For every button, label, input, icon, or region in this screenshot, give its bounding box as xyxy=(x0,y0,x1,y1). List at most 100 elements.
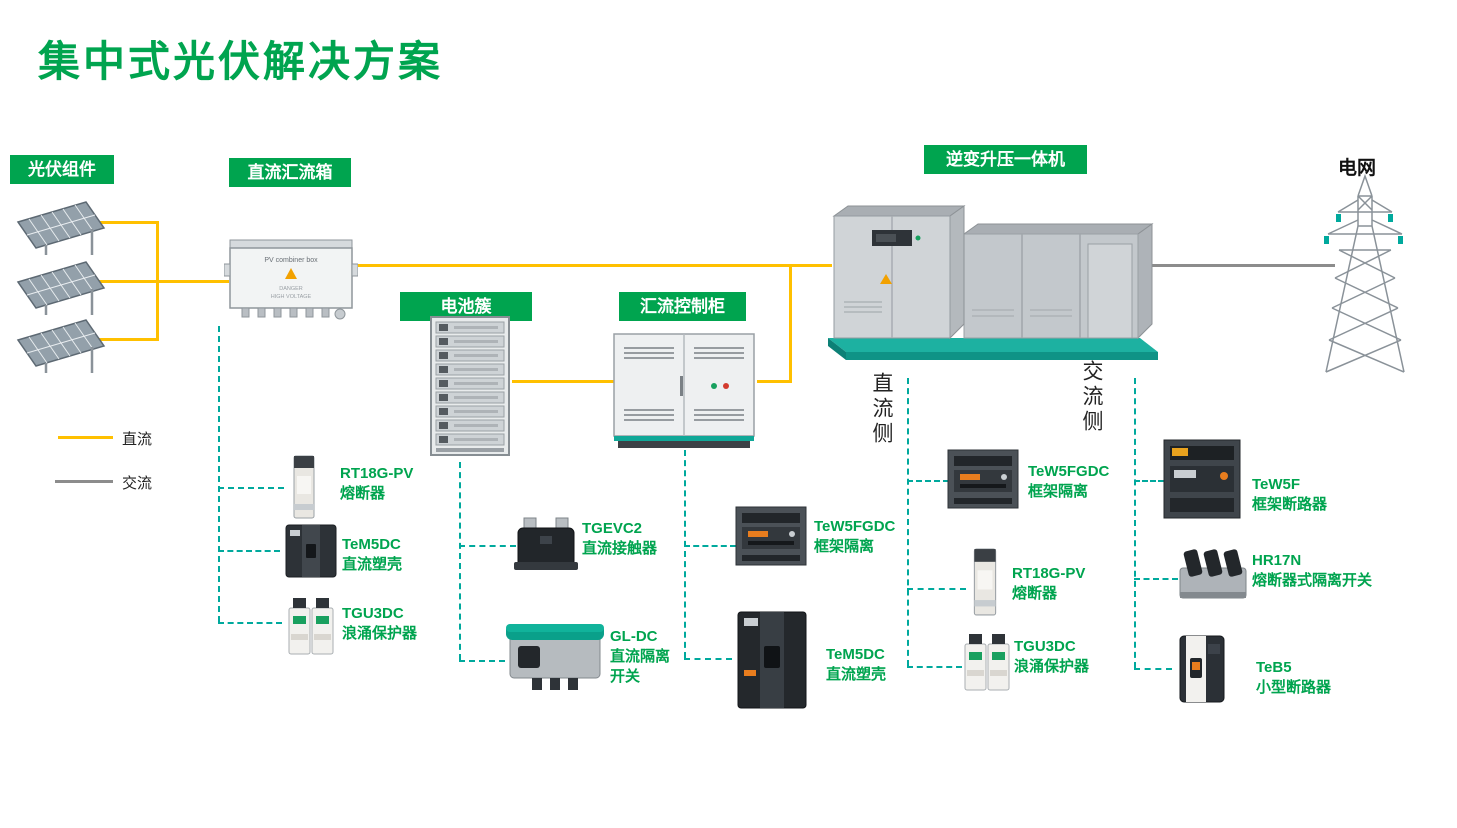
connector-combiner-spd xyxy=(218,622,282,624)
component-label-gl-dc: GL-DC 直流隔离开关 xyxy=(610,627,676,687)
gl-dc-isolator-icon xyxy=(504,616,606,696)
component-desc: 熔断器式隔离开关 xyxy=(1252,572,1373,589)
label-ac-side: 交流侧 xyxy=(1080,360,1103,435)
dc-line-panel2-to-combiner xyxy=(92,280,229,283)
legend-dc-line xyxy=(58,436,113,439)
component-name: TGU3DC xyxy=(342,605,404,622)
component-label-rt18g-pv-left: RT18G-PV 熔断器 xyxy=(340,464,413,504)
connector-battery-column xyxy=(459,462,461,660)
component-name: TeM5DC xyxy=(826,646,885,663)
legend-dc-label: 直流 xyxy=(122,431,153,448)
component-label-tgevc2: TGEVC2 直流接触器 xyxy=(582,519,657,559)
dc-line-panels-vertical xyxy=(156,221,159,341)
component-desc: 框架隔离 xyxy=(1028,483,1089,500)
connector-dc-acb xyxy=(907,480,949,482)
component-label-tew5fgdc-mid: TeW5FGDC 框架隔离 xyxy=(814,517,895,557)
label-inverter-booster: 逆变升压一体机 xyxy=(924,145,1087,174)
connector-dc-spd xyxy=(907,666,962,668)
tgu3dc-spd-icon xyxy=(962,630,1012,694)
dc-line-panel3-stub xyxy=(92,338,159,341)
tem5dc-mccb-icon xyxy=(732,610,812,710)
tgu3dc-spd-icon xyxy=(286,594,336,658)
component-desc: 直流塑壳 xyxy=(342,556,403,573)
component-desc: 框架断路器 xyxy=(1252,496,1328,513)
connector-cabinet-column xyxy=(684,450,686,658)
connector-dc-side-column xyxy=(907,378,909,666)
component-desc: 直流隔离开关 xyxy=(610,648,671,685)
component-label-tgu3dc-left: TGU3DC 浪涌保护器 xyxy=(342,604,417,644)
component-desc: 浪涌保护器 xyxy=(342,625,418,642)
component-label-rt18g-pv-dc: RT18G-PV 熔断器 xyxy=(1012,564,1085,604)
legend-ac-label: 交流 xyxy=(122,475,153,492)
component-label-teb5: TeB5 小型断路器 xyxy=(1256,658,1331,698)
component-desc: 直流接触器 xyxy=(582,540,658,557)
component-name: HR17N xyxy=(1252,552,1302,569)
component-name: TGEVC2 xyxy=(582,520,643,537)
component-label-tem5dc-left: TeM5DC 直流塑壳 xyxy=(342,535,402,575)
connector-ac-side-column xyxy=(1134,378,1136,668)
inverter-booster-image xyxy=(828,205,1158,360)
dc-line-combiner-to-inverter xyxy=(354,264,832,267)
component-label-hr17n: HR17N 熔断器式隔离开关 xyxy=(1252,551,1372,591)
component-desc: 直流塑壳 xyxy=(826,666,887,683)
connector-battery-glswitch xyxy=(459,660,505,662)
hr17n-fuse-switch-icon xyxy=(1176,542,1250,604)
tew5fgdc-acb-icon xyxy=(734,503,808,569)
tew5fgdc-acb-icon xyxy=(946,446,1020,512)
connector-battery-contactor xyxy=(459,545,516,547)
dc-combiner-box-image: PV combiner box DANGER HIGH VOLTAGE xyxy=(224,239,358,320)
legend-ac-line xyxy=(55,480,113,483)
dc-line-battery-to-cabinet xyxy=(512,380,616,383)
rt18g-pv-fuse-icon xyxy=(288,454,320,520)
grid-tower-image xyxy=(1324,173,1405,373)
connector-ac-mcb xyxy=(1134,668,1172,670)
connector-ac-acb xyxy=(1134,480,1164,482)
label-pv-modules: 光伏组件 xyxy=(10,155,114,184)
solar-panel-icon xyxy=(12,198,110,256)
component-desc: 框架隔离 xyxy=(814,538,875,555)
connector-cabinet-mccb xyxy=(684,658,732,660)
battery-cluster-image xyxy=(430,316,510,456)
component-label-tew5fgdc-dc: TeW5FGDC 框架隔离 xyxy=(1028,462,1109,502)
connector-dc-fuse xyxy=(907,588,966,590)
connector-combiner-column xyxy=(218,326,220,622)
tem5dc-mccb-icon xyxy=(282,522,340,580)
page-title: 集中式光伏解决方案 xyxy=(38,38,444,85)
component-desc: 熔断器 xyxy=(1012,585,1058,602)
component-label-tew5f: TeW5F 框架断路器 xyxy=(1252,475,1327,515)
connector-cabinet-acb xyxy=(684,545,736,547)
component-name: TGU3DC xyxy=(1014,638,1076,655)
solar-panel-icon xyxy=(12,316,110,374)
label-dc-combiner-box: 直流汇流箱 xyxy=(229,158,351,187)
connector-combiner-fuse xyxy=(218,487,284,489)
solar-panel-icon xyxy=(12,258,110,316)
component-name: TeB5 xyxy=(1256,659,1292,676)
rt18g-pv-fuse-icon xyxy=(968,546,1002,618)
combiner-box-warning2: HIGH VOLTAGE xyxy=(271,294,312,300)
combiner-box-title: PV combiner box xyxy=(264,257,318,264)
dc-line-cabinet-riser xyxy=(789,264,792,382)
component-name: TeW5FGDC xyxy=(1028,463,1110,480)
component-label-tem5dc-mid: TeM5DC 直流塑壳 xyxy=(826,645,886,685)
component-desc: 小型断路器 xyxy=(1256,679,1332,696)
component-name: GL-DC xyxy=(610,628,658,645)
teb5-mcb-icon xyxy=(1172,632,1232,706)
label-dc-side: 直流侧 xyxy=(870,372,893,447)
connector-ac-fuseswitch xyxy=(1134,578,1178,580)
component-name: TeM5DC xyxy=(342,536,401,553)
dc-line-cabinet-to-riser xyxy=(757,380,792,383)
component-desc: 熔断器 xyxy=(340,485,386,502)
ac-line-inverter-to-grid xyxy=(1150,264,1335,267)
component-name: RT18G-PV xyxy=(340,465,414,482)
component-name: RT18G-PV xyxy=(1012,565,1086,582)
label-combiner-control-cabinet: 汇流控制柜 xyxy=(619,292,746,321)
component-name: TeW5FGDC xyxy=(814,518,896,535)
combiner-control-cabinet-image xyxy=(613,333,755,448)
combiner-box-warning1: DANGER xyxy=(279,286,303,292)
component-label-tgu3dc-dc: TGU3DC 浪涌保护器 xyxy=(1014,637,1089,677)
dc-line-panel1-stub xyxy=(92,221,159,224)
tew5f-acb-icon xyxy=(1162,436,1242,522)
component-name: TeW5F xyxy=(1252,476,1301,493)
tgevc2-contactor-icon xyxy=(514,516,578,574)
